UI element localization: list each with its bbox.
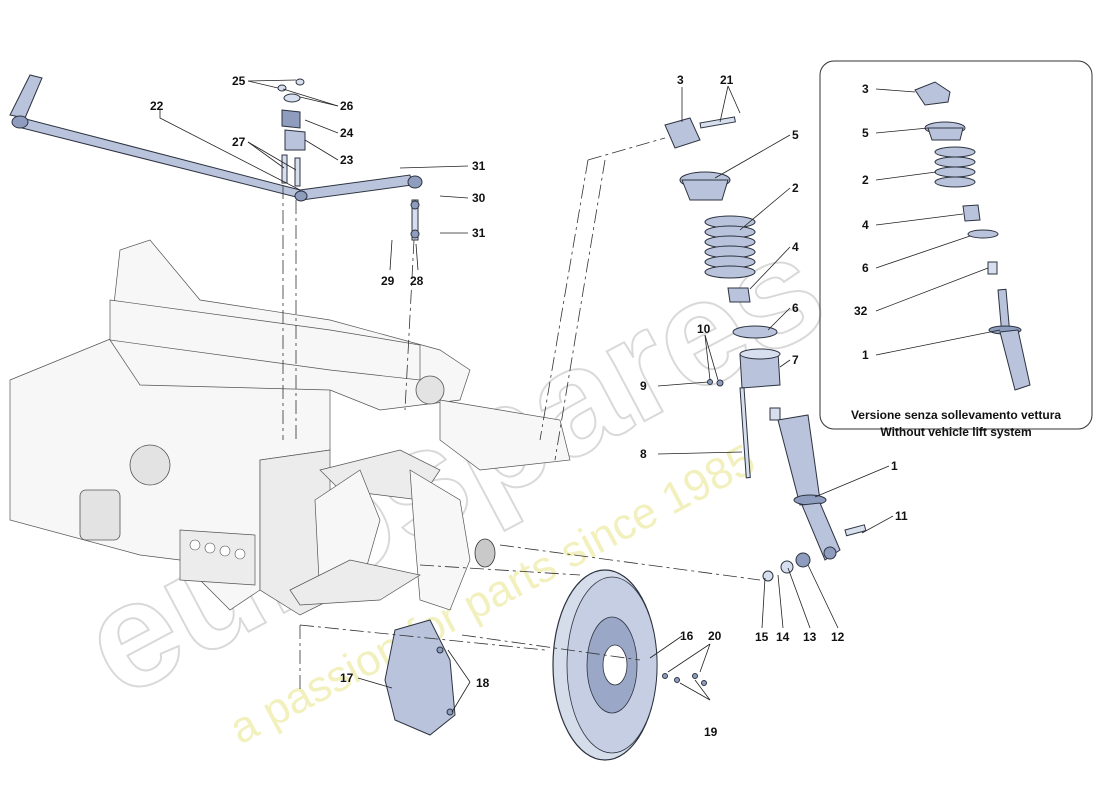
callout-4: 4 xyxy=(792,240,799,254)
brake-disc xyxy=(552,569,658,761)
callout-2: 2 xyxy=(792,181,799,195)
coil-spring xyxy=(704,215,756,279)
dust-shield xyxy=(384,619,456,736)
inset-caption-it: Versione senza sollevamento vettura xyxy=(851,408,1061,422)
callout-18: 18 xyxy=(476,676,490,690)
inset-caption-en: Without vehicle lift system xyxy=(880,425,1031,439)
callout-14: 14 xyxy=(776,630,790,644)
callout-7: 7 xyxy=(792,353,799,367)
inset-callout-5: 5 xyxy=(862,126,869,140)
callout-17: 17 xyxy=(340,671,354,685)
inset-frame xyxy=(819,60,1093,430)
inset-callout-1: 1 xyxy=(862,348,869,362)
callout-5: 5 xyxy=(792,128,799,142)
callout-25: 25 xyxy=(232,74,246,88)
callout-12: 12 xyxy=(831,630,845,644)
hub xyxy=(474,538,496,568)
inset-panel: 3 5 2 4 6 32 1 Versione senza sollevamen… xyxy=(819,60,1093,439)
callout-6: 6 xyxy=(792,301,799,315)
callout-15: 15 xyxy=(755,630,769,644)
callout-13: 13 xyxy=(803,630,817,644)
callout-20: 20 xyxy=(708,629,722,643)
chassis-frame xyxy=(9,239,571,616)
callout-1: 1 xyxy=(891,459,898,473)
callout-29: 29 xyxy=(381,274,395,288)
callout-16: 16 xyxy=(680,629,694,643)
inset-callout-3: 3 xyxy=(862,82,869,96)
callout-11: 11 xyxy=(895,509,908,523)
assembly-lines xyxy=(282,137,761,690)
inset-callout-4: 4 xyxy=(862,218,869,232)
inset-callout-6: 6 xyxy=(862,261,869,275)
inset-callout-2: 2 xyxy=(862,173,869,187)
callout-30: 30 xyxy=(472,191,486,205)
callout-19: 19 xyxy=(704,725,718,739)
callout-26: 26 xyxy=(340,99,354,113)
callout-31b: 31 xyxy=(472,226,486,240)
callout-23: 23 xyxy=(340,153,354,167)
callout-27: 27 xyxy=(232,135,246,149)
callout-22: 22 xyxy=(150,99,164,113)
callout-24: 24 xyxy=(340,126,354,140)
callout-8: 8 xyxy=(640,447,647,461)
callout-9: 9 xyxy=(640,379,647,393)
callout-28: 28 xyxy=(410,274,424,288)
suspension-upright xyxy=(289,449,496,611)
callout-3: 3 xyxy=(677,73,684,87)
callout-10: 10 xyxy=(697,322,711,336)
inset-callout-32: 32 xyxy=(854,304,868,318)
callout-21: 21 xyxy=(720,73,734,87)
anti-roll-bar xyxy=(9,74,423,241)
leader-lines xyxy=(159,79,894,713)
shock-assembly xyxy=(664,116,867,582)
callouts: 22 25 26 24 27 23 31 30 31 29 28 3 21 5 … xyxy=(150,73,908,739)
callout-31a: 31 xyxy=(472,159,486,173)
disc-screws xyxy=(662,673,707,686)
